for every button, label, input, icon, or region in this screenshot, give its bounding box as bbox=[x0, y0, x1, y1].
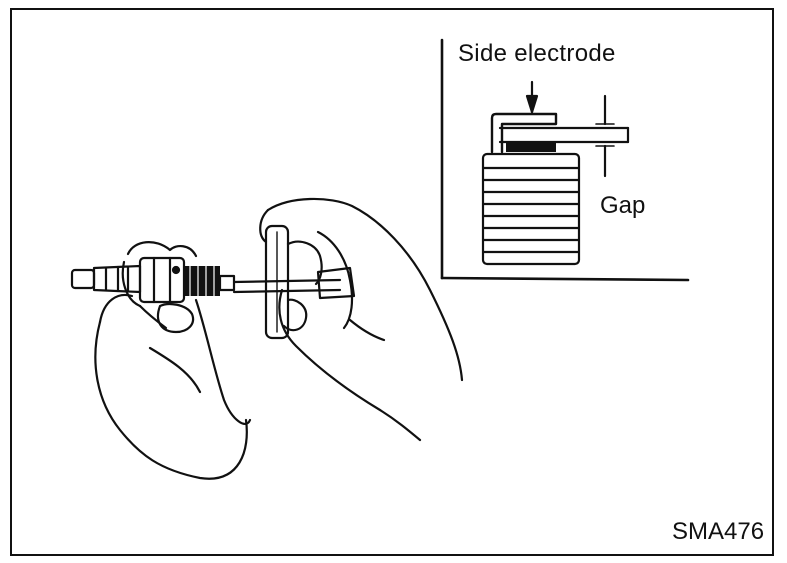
side-electrode-arrow bbox=[527, 82, 537, 112]
spark-plug bbox=[72, 258, 234, 302]
side-electrode-label: Side electrode bbox=[458, 40, 616, 68]
threaded-body bbox=[483, 154, 579, 264]
feeler-gauge-blade bbox=[500, 128, 628, 142]
gap-marker bbox=[596, 96, 614, 176]
inset-detail bbox=[442, 40, 688, 280]
gap-label: Gap bbox=[600, 192, 645, 220]
right-hand bbox=[260, 199, 462, 440]
figure-code: SMA476 bbox=[672, 518, 764, 546]
center-electrode-tip bbox=[506, 142, 556, 152]
